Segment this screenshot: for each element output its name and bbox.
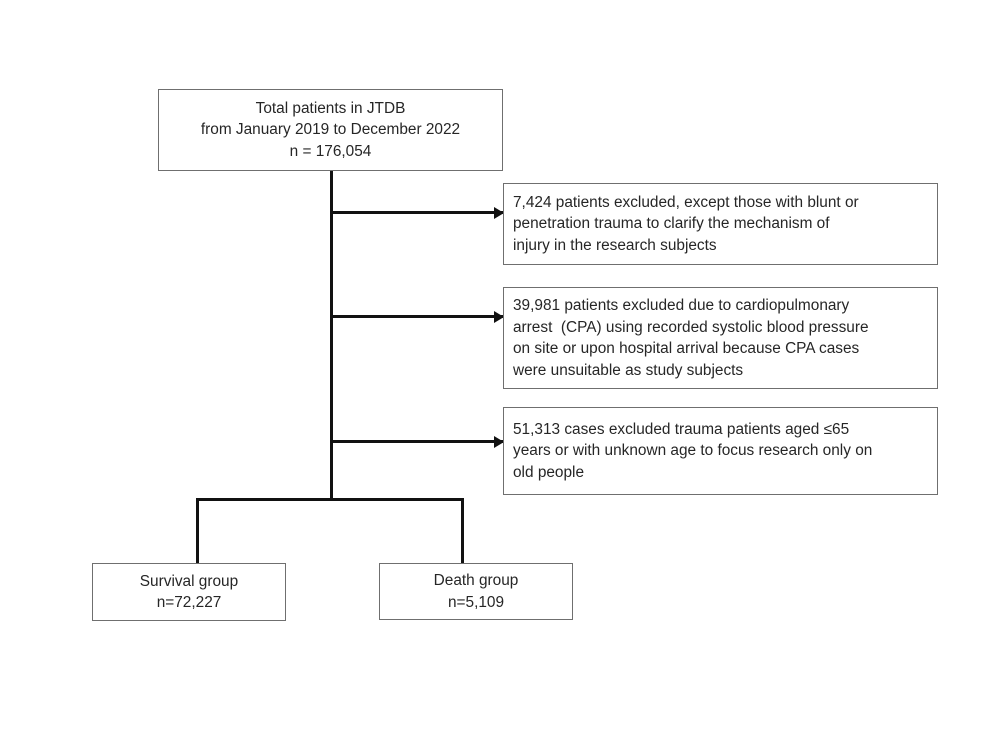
exclusion-arrow-head-2 <box>494 310 504 323</box>
death-group-box: Death group n=5,109 <box>379 563 573 620</box>
exclusion-arrow-head-3 <box>494 435 504 448</box>
exclusion-2-line-1: 39,981 patients excluded due to cardiopu… <box>513 297 850 314</box>
survival-group-count: n=72,227 <box>156 594 222 611</box>
death-group-count: n=5,109 <box>447 593 505 611</box>
total-patients-count: n = 176,054 <box>289 142 372 160</box>
exclusion-box-cardiopulmonary-arrest: 39,981 patients excluded due to cardiopu… <box>503 287 938 389</box>
survival-group-box: Survival group n=72,227 <box>92 563 286 621</box>
main-trunk-connector <box>330 171 333 500</box>
exclusion-3-line-2: years or with unknown age to focus resea… <box>513 442 873 460</box>
exclusion-2-line-4: were unsuitable as study subjects <box>513 361 744 379</box>
exclusion-box-age-criteria: 51,313 cases excluded trauma patients ag… <box>503 407 938 495</box>
exclusion-3-line-3: old people <box>513 463 585 481</box>
outcome-split-bar <box>196 498 464 501</box>
total-patients-line-1: Total patients in JTDB <box>255 99 406 117</box>
exclusion-2-line-2: arrest (CPA) using recorded systolic blo… <box>513 318 869 336</box>
total-patients-line-2: from January 2019 to December 2022 <box>200 121 461 139</box>
exclusion-arrow-head-1 <box>494 206 504 219</box>
survival-branch-connector <box>196 498 199 563</box>
death-group-label: Death group <box>433 572 519 589</box>
exclusion-arrow-shaft-2 <box>331 315 503 318</box>
exclusion-1-line-2: penetration trauma to clarify the mechan… <box>513 215 830 233</box>
exclusion-1-line-1: 7,424 patients excluded, except those wi… <box>513 193 859 211</box>
exclusion-box-mechanism-of-injury: 7,424 patients excluded, except those wi… <box>503 183 938 265</box>
death-branch-connector <box>461 498 464 563</box>
total-patients-box: Total patients in JTDB from January 2019… <box>158 89 503 171</box>
survival-group-label: Survival group <box>139 572 239 590</box>
exclusion-arrow-shaft-1 <box>331 211 503 214</box>
exclusion-1-line-3: injury in the research subjects <box>513 236 717 254</box>
exclusion-arrow-shaft-3 <box>331 440 503 443</box>
exclusion-2-line-3: on site or upon hospital arrival because… <box>513 340 860 357</box>
exclusion-3-line-1: 51,313 cases excluded trauma patients ag… <box>513 420 850 438</box>
